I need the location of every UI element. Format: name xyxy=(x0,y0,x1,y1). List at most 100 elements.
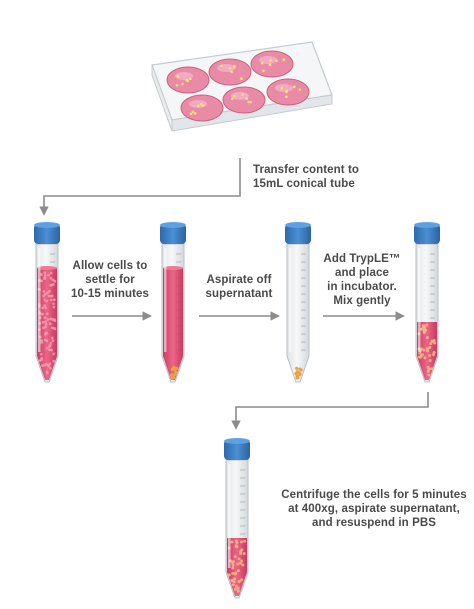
suspended-cell xyxy=(41,306,45,310)
tube-cap xyxy=(160,224,186,244)
cell-dot xyxy=(220,64,223,68)
suspended-cell xyxy=(49,341,53,345)
suspended-cell xyxy=(40,340,44,344)
suspended-cell xyxy=(428,345,432,349)
cell-dot xyxy=(189,112,193,116)
suspended-cell xyxy=(423,356,427,360)
cell-dot xyxy=(175,84,179,87)
tube-cap-top xyxy=(34,222,60,228)
suspended-cell xyxy=(47,348,51,352)
suspended-cell xyxy=(425,323,429,327)
suspended-cell xyxy=(430,339,434,343)
suspended-cell xyxy=(43,338,47,342)
suspended-cell xyxy=(238,561,242,565)
suspended-cell xyxy=(230,540,234,544)
suspended-cell xyxy=(233,587,237,591)
suspended-cell xyxy=(45,299,49,303)
cell-dot xyxy=(230,70,233,74)
suspended-cell xyxy=(227,573,231,577)
arrow-to-centrifuge xyxy=(231,392,429,430)
suspended-cell xyxy=(51,283,55,286)
suspended-cell xyxy=(50,336,54,340)
arrow-plate-to-tube xyxy=(39,158,241,216)
suspended-cell xyxy=(236,586,240,590)
suspended-cell xyxy=(430,367,434,371)
tube-highlight xyxy=(164,248,167,352)
suspended-cell xyxy=(40,273,43,276)
suspended-cell xyxy=(424,328,428,332)
cell-pellet xyxy=(170,373,174,377)
cell-dot xyxy=(189,77,192,81)
suspended-cell xyxy=(43,298,47,302)
suspended-cell xyxy=(240,559,244,563)
cell-dot xyxy=(193,112,197,115)
suspended-cell xyxy=(44,306,48,310)
suspended-cell xyxy=(422,348,426,352)
suspended-cell xyxy=(51,339,55,343)
suspended-cell xyxy=(419,327,423,331)
suspended-cell xyxy=(230,579,234,583)
aspirate-step-label: Aspirate off supernatant xyxy=(205,274,273,300)
plate-well-highlight xyxy=(259,56,277,64)
suspended-cell xyxy=(47,294,51,298)
cell-pellet xyxy=(299,368,303,372)
suspended-cell xyxy=(48,322,52,326)
suspended-cell xyxy=(231,571,235,575)
suspended-cell xyxy=(429,342,433,346)
cell-dot xyxy=(298,88,302,91)
cell-dot xyxy=(275,59,278,63)
tube-cap-top xyxy=(285,222,311,228)
suspended-cell xyxy=(428,358,432,362)
suspended-cell xyxy=(43,271,47,275)
suspended-cell xyxy=(38,359,42,362)
suspended-cell xyxy=(236,569,240,573)
suspended-cell xyxy=(52,305,56,309)
suspended-cell xyxy=(426,369,430,373)
connector-arrows xyxy=(39,158,429,430)
suspended-cell xyxy=(239,551,243,555)
suspended-cell xyxy=(233,572,237,576)
tube-cap-top xyxy=(224,438,250,444)
suspended-cell xyxy=(43,304,47,308)
tube-highlight xyxy=(38,248,41,352)
tube-incubated xyxy=(414,222,440,383)
cell-dot xyxy=(201,104,205,107)
transfer-step-label: Transfer content to 15mL conical tube xyxy=(253,164,360,190)
cell-dot xyxy=(285,89,289,93)
cell-dot xyxy=(241,92,245,96)
suspended-cell xyxy=(41,321,45,324)
suspended-cell xyxy=(48,289,51,293)
cell-pellet xyxy=(298,372,302,376)
tube-cap xyxy=(414,224,440,244)
cell-dot xyxy=(176,75,180,78)
cell-dot xyxy=(280,87,284,90)
suspended-cell xyxy=(421,324,425,328)
tryple-step-label: Add TrypLE™ and place in incubator. Mix … xyxy=(323,253,401,307)
suspended-cell xyxy=(46,291,49,295)
suspended-cell xyxy=(233,577,237,581)
suspended-cell xyxy=(237,580,241,584)
cell-dot xyxy=(199,103,203,106)
suspended-cell xyxy=(232,560,236,564)
suspended-cell xyxy=(43,316,47,320)
suspended-cell xyxy=(45,346,49,350)
medium-surface xyxy=(37,266,57,270)
cell-dot xyxy=(285,95,288,99)
cell-pellet xyxy=(171,375,176,380)
suspended-cell xyxy=(52,302,55,306)
tube-cap-top xyxy=(414,222,440,228)
suspended-cell xyxy=(41,364,44,368)
suspended-cell xyxy=(43,332,47,336)
suspended-cell xyxy=(40,279,44,283)
cell-dot xyxy=(228,66,232,70)
suspended-cell xyxy=(39,352,43,356)
tube-aspirated xyxy=(160,222,186,383)
suspended-cell xyxy=(428,353,432,357)
suspended-cell xyxy=(427,373,431,377)
suspended-cell xyxy=(49,298,53,302)
suspended-cell xyxy=(242,552,246,556)
suspended-cell xyxy=(241,563,245,567)
suspended-cell xyxy=(235,541,239,545)
suspended-cell xyxy=(41,312,44,316)
